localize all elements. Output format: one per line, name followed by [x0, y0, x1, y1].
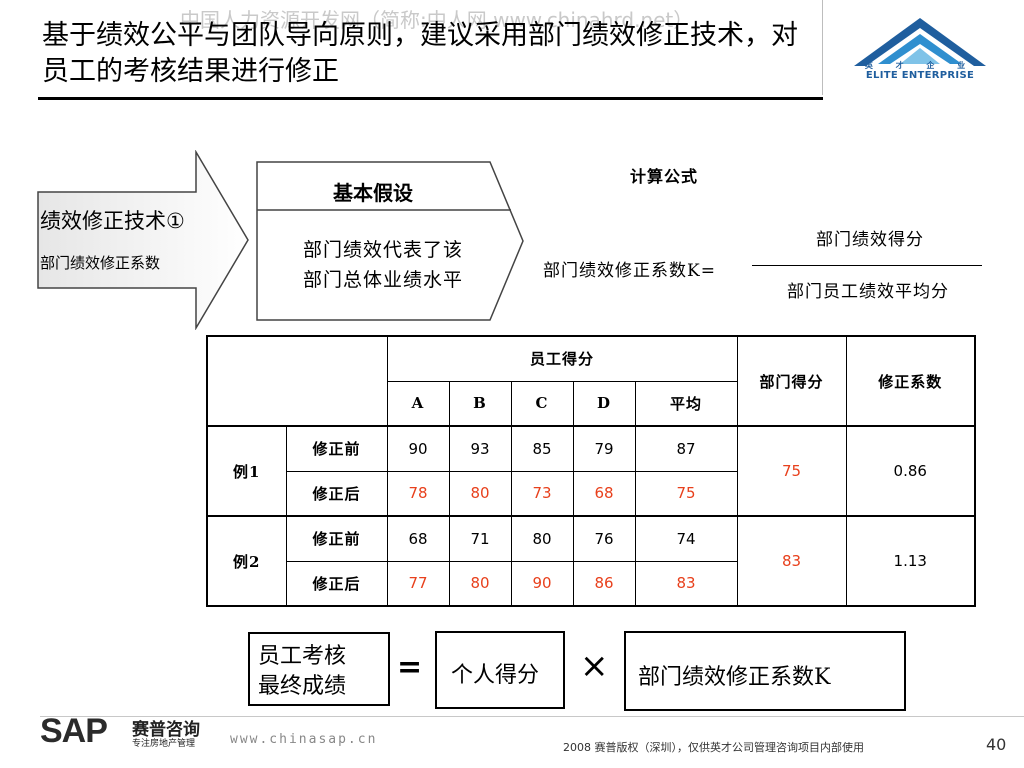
coefficient-cell: 1.13: [845, 515, 976, 607]
row-label: 修正前: [285, 515, 388, 562]
formula-denominator: 部门员工绩效平均分: [787, 282, 949, 302]
score-cell: 71: [448, 515, 512, 562]
times-sign: ×: [580, 646, 609, 686]
score-cell: 85: [510, 425, 574, 472]
table-row: 例1 修正前 90 93 85 79 87 75 0.86: [206, 425, 976, 517]
page-title: 基于绩效公平与团队导向原则，建议采用部门绩效修正技术，对员工的考核结果进行修正: [42, 20, 798, 87]
fraction-line: [752, 265, 982, 266]
example-label: 例2: [206, 515, 287, 607]
score-cell: 74: [634, 515, 738, 562]
assumption-line-2: 部门总体业绩水平: [302, 269, 463, 291]
score-cell: 93: [448, 425, 512, 472]
score-cell: 79: [572, 425, 636, 472]
column-header: B: [448, 380, 512, 427]
score-cell: 80: [448, 470, 512, 517]
score-cell: 90: [386, 425, 450, 472]
score-cell: 73: [510, 470, 574, 517]
arrow-subtitle: 部门绩效修正系数: [40, 254, 161, 272]
score-cell: 77: [386, 560, 450, 607]
logo-cn-text: 英 才 企 业: [864, 61, 976, 70]
header-coefficient: 修正系数: [845, 335, 976, 427]
assumption-shape: [256, 161, 524, 321]
sap-cn-name: 赛普咨询: [132, 720, 200, 740]
score-cell: 83: [634, 560, 738, 607]
table-row: 修正后 77 80 90 86 83: [207, 560, 975, 607]
row-label: 修正后: [285, 470, 388, 517]
column-header: 平均: [634, 380, 738, 427]
individual-score-box: 个人得分: [435, 631, 565, 709]
score-cell: 86: [572, 560, 636, 607]
employee-final-score-box: 员工考核 最终成绩: [248, 632, 390, 706]
score-cell: 90: [510, 560, 574, 607]
dept-score-cell: 83: [736, 515, 847, 607]
score-cell: 80: [448, 560, 512, 607]
dept-score-cell: 75: [736, 425, 847, 517]
table-corner: [206, 335, 388, 427]
assumption-body: 部门绩效代表了该 部门总体业绩水平: [262, 235, 504, 295]
table-row: 修正后 78 80 73 68 75: [207, 470, 975, 517]
coefficient-cell: 0.86: [845, 425, 976, 517]
table-row: 例2 修正前 68 71 80 76 74 83 1.13: [206, 515, 976, 607]
arrow-shape: [37, 150, 249, 330]
column-header: D: [572, 380, 636, 427]
logo-text: ELITE ENTERPRISE: [865, 70, 975, 81]
page-number: 40: [986, 735, 1007, 754]
formula-lhs: 部门绩效修正系数K=: [543, 261, 716, 281]
dept-coefficient-box: 部门绩效修正系数K: [624, 631, 906, 711]
score-cell: 68: [572, 470, 636, 517]
score-cell: 80: [510, 515, 574, 562]
assumption-line-1: 部门绩效代表了该: [302, 239, 463, 261]
employee-box-line-2: 最终成绩: [258, 674, 347, 699]
score-table: 员工得分 部门得分 修正系数 A B C D 平均 例1 修正前 90 93 8…: [206, 335, 976, 607]
score-cell: 87: [634, 425, 738, 472]
logo-divider: [822, 0, 823, 95]
score-cell: 76: [572, 515, 636, 562]
copyright: 2008 赛普版权（深圳），仅供英才公司管理咨询项目内部使用: [563, 741, 864, 754]
row-label: 修正前: [285, 425, 388, 472]
footer-url: www.chinasap.cn: [230, 732, 378, 747]
employee-box-line-1: 员工考核: [258, 644, 347, 669]
elite-enterprise-logo-icon: [854, 18, 986, 66]
score-cell: 68: [386, 515, 450, 562]
formula-numerator: 部门绩效得分: [816, 230, 924, 250]
equals-sign: =: [397, 650, 423, 685]
sap-cn-tagline: 专注房地产管理: [132, 739, 196, 749]
column-header: A: [386, 380, 450, 427]
example-label: 例1: [206, 425, 287, 517]
column-header: C: [510, 380, 574, 427]
score-cell: 75: [634, 470, 738, 517]
row-label: 修正后: [285, 560, 388, 607]
title-rule: [38, 97, 823, 100]
watermark: 中国人力资源开发网（简称:中人网 www.chinahrd.net）: [180, 8, 694, 32]
sap-logo: SAP: [40, 712, 108, 750]
formula-title: 计算公式: [630, 167, 699, 186]
header-dept-score: 部门得分: [736, 335, 847, 427]
footer-rule: [40, 716, 1024, 717]
score-cell: 78: [386, 470, 450, 517]
arrow-title: 绩效修正技术①: [40, 209, 185, 233]
assumption-heading: 基本假设: [333, 181, 413, 205]
header-employee-score: 员工得分: [386, 335, 738, 382]
